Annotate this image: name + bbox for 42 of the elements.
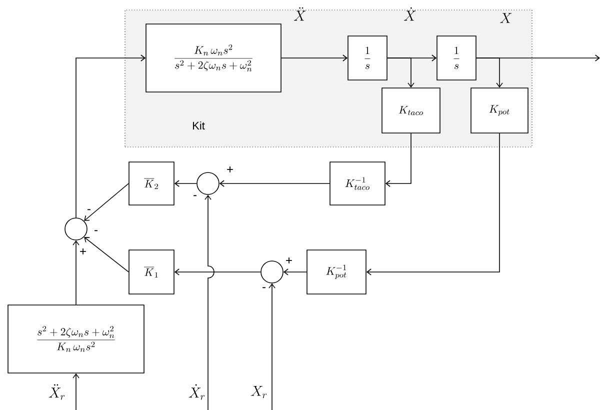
signal-label: $\ddot{X}_r$ (48, 384, 65, 400)
arrow (219, 180, 330, 187)
arrow (387, 58, 414, 88)
arrow (84, 183, 129, 221)
block-box: $\overline{K}_1$ (128, 250, 174, 294)
arrow (72, 373, 80, 410)
sign-label: + (80, 248, 86, 254)
arrow (174, 180, 197, 187)
signal-label: $X$ (500, 13, 512, 23)
arrow (281, 54, 348, 62)
arrow (204, 194, 214, 410)
sign-label: - (94, 230, 98, 232)
arrow (366, 133, 500, 276)
summing-junction (64, 218, 88, 240)
arrow (174, 268, 261, 276)
block-box: $K_{pot}^{-1}$ (306, 250, 366, 294)
arrow (476, 54, 600, 62)
sign-label: - (262, 287, 266, 288)
sign-label: + (227, 166, 233, 172)
block-box: $\frac{1}{s}$ (348, 36, 388, 80)
arrow (268, 283, 276, 410)
arrow (72, 240, 80, 305)
block-box: $K_{pot}$ (470, 88, 528, 134)
block-box: $\frac{K_n\,\omega_n s^2}{s^2+2\zeta\omega_n s+\omega_n^2}$ (146, 24, 282, 92)
summing-junction (260, 260, 284, 284)
signal-label: $X_r$ (250, 386, 267, 398)
signal-label: $\dot{X}$ (404, 7, 416, 21)
arrow (385, 133, 412, 187)
block-box: $\frac{1}{s}$ (436, 36, 476, 80)
arrow (76, 54, 146, 218)
arrow (283, 268, 307, 276)
sign-label: + (286, 258, 292, 264)
sign-label: - (88, 209, 90, 210)
block-box: $\frac{s^2+2\zeta\omega_n s+\omega_n^2}{K_n\,\omega_n s^2}$ (8, 304, 144, 374)
block-box: $K_{taco}^{-1}$ (330, 162, 386, 206)
block-box: $K_{taco}$ (382, 88, 440, 134)
signal-label: $\ddot{X}$ (294, 7, 306, 21)
signal-label: $\dot{X}_r$ (188, 384, 205, 400)
arrow (84, 237, 129, 272)
sign-label: - (194, 195, 196, 196)
block-box: $\overline{K}_2$ (128, 162, 174, 206)
summing-junction (196, 172, 220, 195)
